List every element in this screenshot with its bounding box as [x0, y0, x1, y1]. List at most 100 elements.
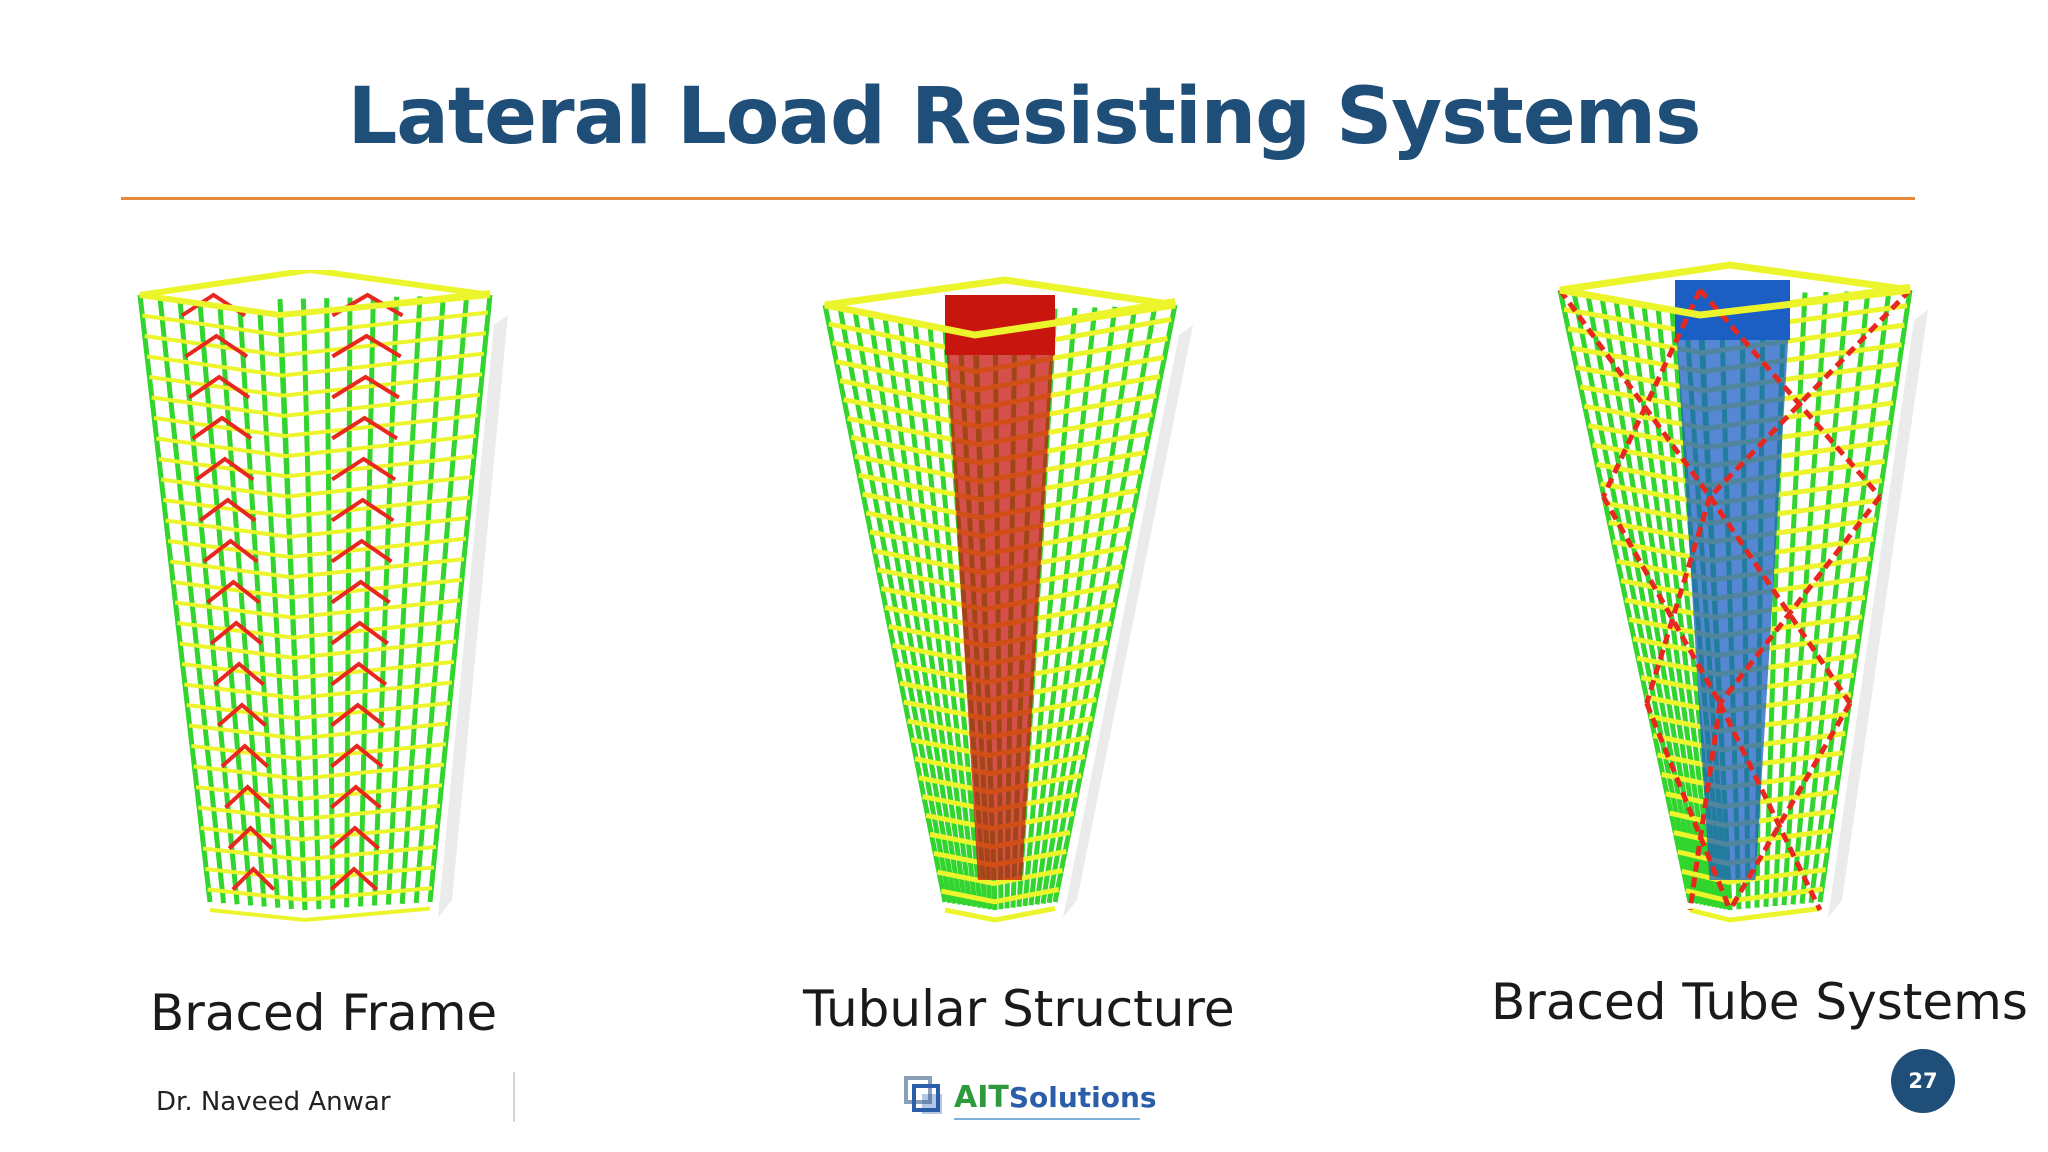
tower-column — [358, 297, 376, 907]
tower-floor-beam — [172, 577, 463, 600]
tower-brace — [227, 825, 274, 850]
tower-floor-beam — [144, 331, 487, 358]
tower-brace — [330, 743, 384, 769]
tower-floor-beam — [156, 433, 477, 459]
tower-floor-beam — [160, 474, 473, 499]
tower-brace — [188, 374, 251, 400]
tower-floor-beam — [1681, 867, 1826, 885]
tower-column — [1817, 289, 1913, 903]
tower-brace — [231, 866, 276, 891]
tower-column — [1808, 290, 1892, 904]
tower-floor-beam — [163, 495, 471, 519]
braced-tube-model — [1550, 240, 1930, 930]
tower-floor-beam — [198, 803, 441, 822]
logo-solutions-text: Solutions — [1008, 1080, 1157, 1114]
tubular-structure-model — [815, 240, 1195, 930]
tower-brace — [184, 333, 249, 359]
ait-logo-icon — [904, 1076, 942, 1114]
tower-core — [945, 325, 1055, 880]
tower-brace — [191, 415, 253, 441]
tower-floor-beam — [184, 680, 453, 701]
tower-brace — [220, 743, 270, 768]
tower-column — [385, 296, 423, 905]
tower-floor-beam — [165, 516, 469, 539]
tower-column — [882, 316, 968, 906]
tower-brace — [331, 415, 399, 441]
tower-column — [399, 295, 446, 904]
tower-floor-beam — [195, 783, 443, 802]
tower-brace — [331, 374, 400, 400]
tower-column — [277, 298, 308, 911]
tower-brace — [330, 620, 390, 646]
tower-brace — [1687, 702, 1723, 911]
tower-brace — [330, 497, 395, 523]
tower-floor-beam — [944, 906, 1056, 923]
caption-tubular-structure: Tubular Structure — [803, 980, 1235, 1038]
tower-brace — [330, 538, 393, 564]
ait-solutions-logo: AITSolutions — [904, 1074, 1157, 1120]
tower-brace — [1644, 702, 1733, 911]
tower-brace — [1557, 288, 1713, 499]
tower-brace — [224, 784, 272, 809]
tower-column — [1022, 307, 1078, 907]
tower-brace — [330, 702, 386, 728]
tower-column — [344, 297, 353, 908]
tower-column — [1046, 305, 1158, 904]
tower-column — [927, 325, 983, 908]
tower-brace — [330, 784, 382, 810]
tower-column — [1557, 289, 1693, 903]
tower-brace — [209, 620, 263, 646]
tower-brace — [1601, 495, 1723, 705]
tower-column — [1571, 292, 1697, 904]
tower-floor-beam — [209, 906, 431, 923]
tower-floor-beam — [153, 413, 479, 439]
author-name: Dr. Naveed Anwar — [156, 1087, 391, 1117]
tower-brace — [1601, 288, 1703, 498]
tower-brace — [195, 456, 255, 482]
tower-brace — [1727, 702, 1853, 912]
tower-shadow — [1828, 310, 1928, 918]
tower-floor-beam — [940, 887, 1060, 905]
tower-floor-beam — [181, 659, 455, 681]
tower-floor-beam — [146, 351, 485, 378]
tower-floor-beam — [191, 742, 447, 761]
tower-brace — [331, 333, 402, 359]
tower-column — [897, 319, 973, 907]
tower-shadow — [438, 315, 508, 918]
tower-floor-beam — [202, 844, 437, 862]
tower-brace — [202, 538, 259, 564]
tower-brace — [213, 661, 265, 687]
tower-brace — [216, 702, 267, 728]
tower-floor-beam — [177, 618, 459, 640]
tower-column — [837, 307, 953, 904]
tower-column — [1627, 302, 1713, 907]
tower-floor-beam — [158, 454, 475, 479]
tower-brace — [1717, 702, 1823, 912]
braced-frame-model — [130, 270, 520, 950]
tower-floor-beam — [193, 762, 445, 781]
tower-roof — [139, 270, 491, 319]
tower-brace — [331, 456, 397, 482]
title-divider — [121, 197, 1915, 200]
tower-core — [1675, 310, 1790, 880]
caption-braced-frame: Braced Frame — [150, 984, 498, 1042]
tower-brace — [1698, 288, 1882, 499]
tower-floor-beam — [174, 598, 461, 620]
tower-column — [1052, 304, 1178, 903]
tower-roof — [824, 276, 1176, 339]
tower-floor-beam — [170, 557, 465, 580]
caption-braced-tube-systems: Braced Tube Systems — [1491, 973, 2028, 1031]
footer-divider — [513, 1072, 515, 1122]
page-number-badge: 27 — [1891, 1049, 1955, 1113]
tower-floor-beam — [167, 536, 467, 560]
tower-floor-beam — [149, 372, 483, 398]
tower-brace — [206, 579, 261, 605]
tower-brace — [1718, 495, 1882, 705]
logo-underline — [954, 1118, 1140, 1120]
tower-floor-beam — [179, 639, 457, 660]
tower-column — [822, 304, 948, 903]
tower-floor-beam — [1689, 906, 1821, 923]
tower-column — [300, 298, 322, 910]
page-title: Lateral Load Resisting Systems — [347, 72, 1702, 162]
tower-brace — [1644, 495, 1713, 705]
